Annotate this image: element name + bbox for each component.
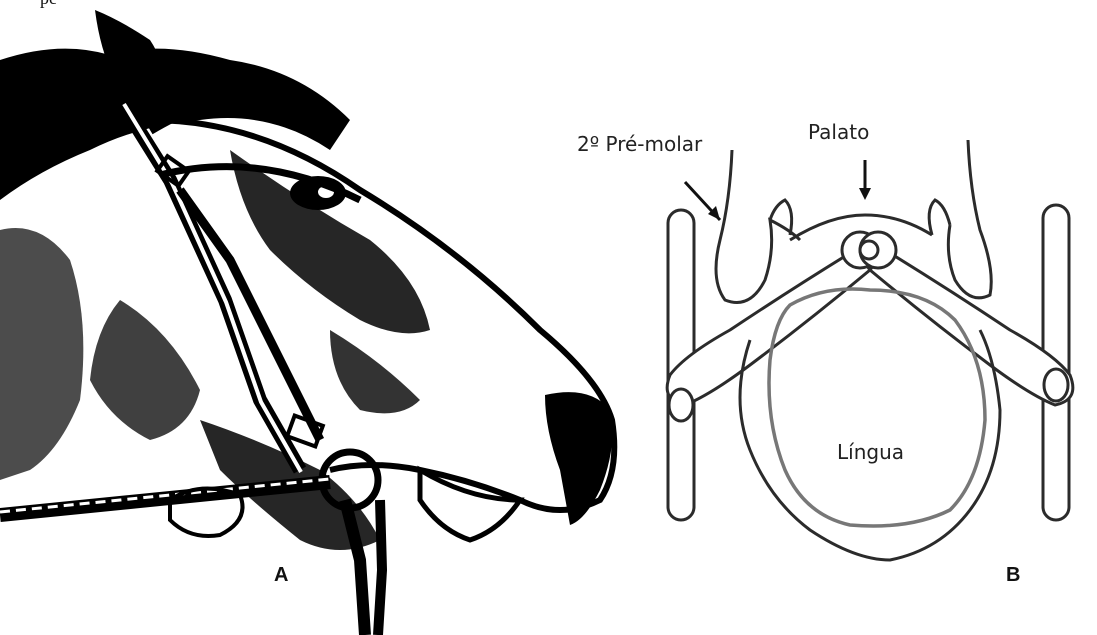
face-shading-3 [330, 330, 420, 413]
horse-head-illustration [0, 0, 640, 635]
left-premolar [716, 150, 800, 303]
right-premolar [948, 140, 991, 298]
face-shading-2 [90, 300, 200, 440]
label-palato: Palato [808, 120, 869, 144]
bit-diagram [640, 0, 1097, 635]
label-lingua: Língua [837, 440, 904, 464]
label-second-premolar: 2º Pré-molar [577, 132, 702, 156]
panel-b-bit-diagram: 2º Pré-molar Palato Língua B [640, 0, 1097, 635]
palato-arrow-head [859, 188, 871, 200]
face-shading-1 [230, 150, 430, 333]
right-ring-end [1044, 369, 1068, 401]
right-gum-curve [929, 200, 950, 235]
panel-label-a: A [274, 564, 288, 587]
panel-label-b: B [1006, 564, 1020, 587]
center-link-inner [860, 241, 878, 259]
left-ring-end [669, 389, 693, 421]
horse-muzzle [545, 392, 612, 525]
rein-lower-2 [378, 500, 382, 635]
neck-shading [0, 228, 83, 480]
panel-a-horse-head: A [0, 0, 640, 635]
